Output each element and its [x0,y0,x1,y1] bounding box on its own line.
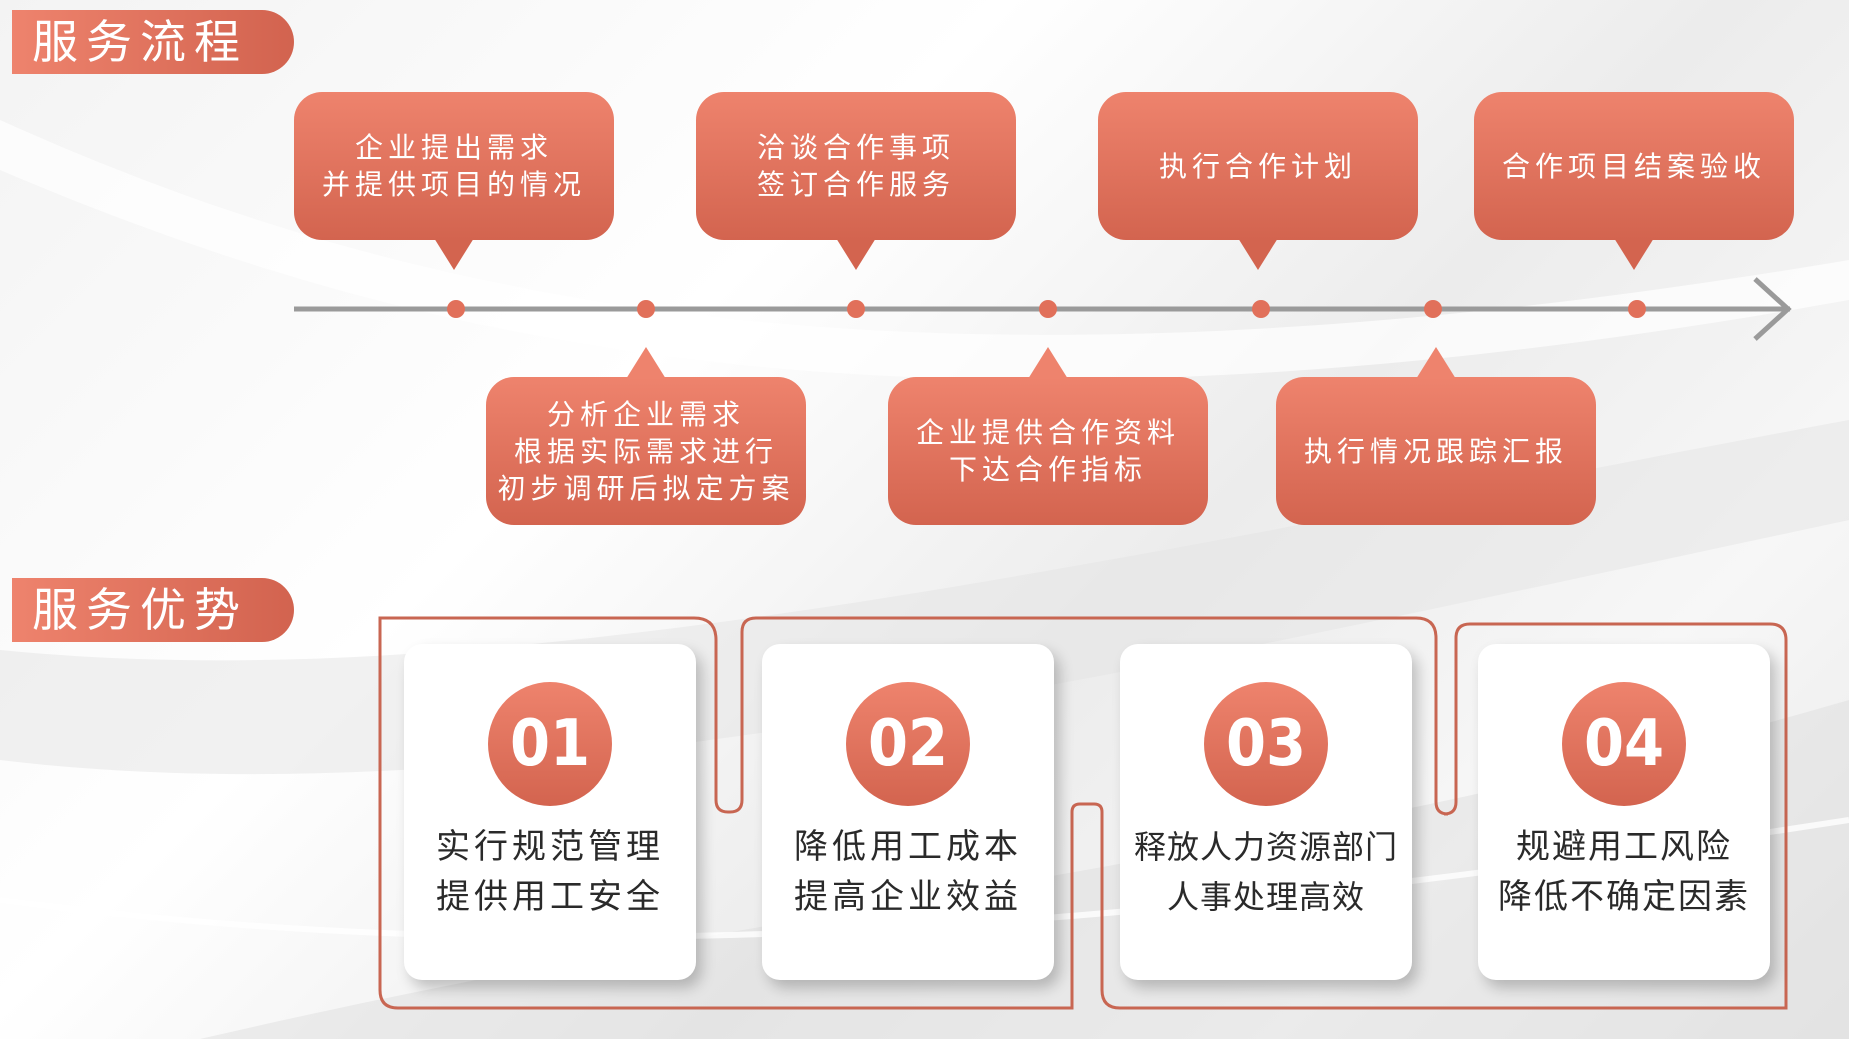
arrow-right-icon [1753,277,1792,341]
step-text-line: 合作项目结案验收 [1501,149,1766,183]
advantage-number: 01 [488,682,612,806]
timeline-node [1628,300,1646,318]
timeline-node [1252,300,1270,318]
bubble-pointer [434,238,474,270]
process-step-4: 企业提供合作资料 下达合作指标 [888,347,1208,525]
process-step-3: 洽谈合作事项 签订合作服务 [696,92,1016,270]
bubble-pointer [1238,238,1278,270]
process-section-title: 服务流程 [12,10,294,74]
step-text-line: 分析企业需求 [546,397,745,431]
timeline-node [637,300,655,318]
advantage-text-line: 人事处理高效 [1166,878,1365,916]
advantage-text-line: 规避用工风险 [1516,827,1732,867]
advantage-text: 规避用工风险 降低不确定因素 [1478,822,1770,922]
step-text-line: 企业提出需求 [354,131,553,164]
step-text-line: 并提供项目的情况 [321,168,586,201]
advantage-text-line: 实行规范管理 [436,827,664,867]
timeline-node [1424,300,1442,318]
step-text-line: 签订合作服务 [756,168,955,201]
advantage-number: 03 [1204,682,1328,806]
bubble-pointer [836,238,876,270]
advantage-text-line: 提供用工安全 [436,877,664,917]
step-text-line: 根据实际需求进行 [513,434,778,468]
advantage-card-1: 01 实行规范管理 提供用工安全 [404,644,696,980]
process-step-2: 分析企业需求 根据实际需求进行 初步调研后拟定方案 [486,347,806,525]
process-step-7: 合作项目结案验收 [1474,92,1794,270]
timeline-node [1039,300,1057,318]
advantage-card-3: 03 释放人力资源部门 人事处理高效 [1120,644,1412,980]
step-text-line: 下达合作指标 [948,453,1147,486]
step-text-line: 企业提供合作资料 [915,416,1180,449]
process-step-1: 企业提出需求 并提供项目的情况 [294,92,614,270]
advantage-card-2: 02 降低用工成本 提高企业效益 [762,644,1054,980]
process-step-5: 执行合作计划 [1098,92,1418,270]
step-text-line: 洽谈合作事项 [756,131,955,164]
process-step-6: 执行情况跟踪汇报 [1276,347,1596,525]
advantage-number: 04 [1562,682,1686,806]
timeline-node [847,300,865,318]
advantage-text: 降低用工成本 提高企业效益 [762,822,1054,922]
advantage-text-line: 降低用工成本 [794,827,1022,867]
timeline-node [447,300,465,318]
advantage-text-line: 降低不确定因素 [1498,877,1750,917]
bubble-pointer [1614,238,1654,270]
step-text-line: 初步调研后拟定方案 [497,471,795,505]
step-text-line: 执行合作计划 [1158,149,1357,183]
advantage-number: 02 [846,682,970,806]
bubble-pointer [1028,347,1068,379]
advantage-card-4: 04 规避用工风险 降低不确定因素 [1478,644,1770,980]
bubble-pointer [1416,347,1456,379]
step-text-line: 执行情况跟踪汇报 [1303,434,1568,468]
advantage-text-line: 释放人力资源部门 [1133,828,1398,866]
advantage-text-line: 提高企业效益 [794,877,1022,917]
advantage-text: 释放人力资源部门 人事处理高效 [1120,822,1412,922]
advantage-section-title: 服务优势 [12,578,294,642]
bubble-pointer [626,347,666,379]
advantage-text: 实行规范管理 提供用工安全 [404,822,696,922]
